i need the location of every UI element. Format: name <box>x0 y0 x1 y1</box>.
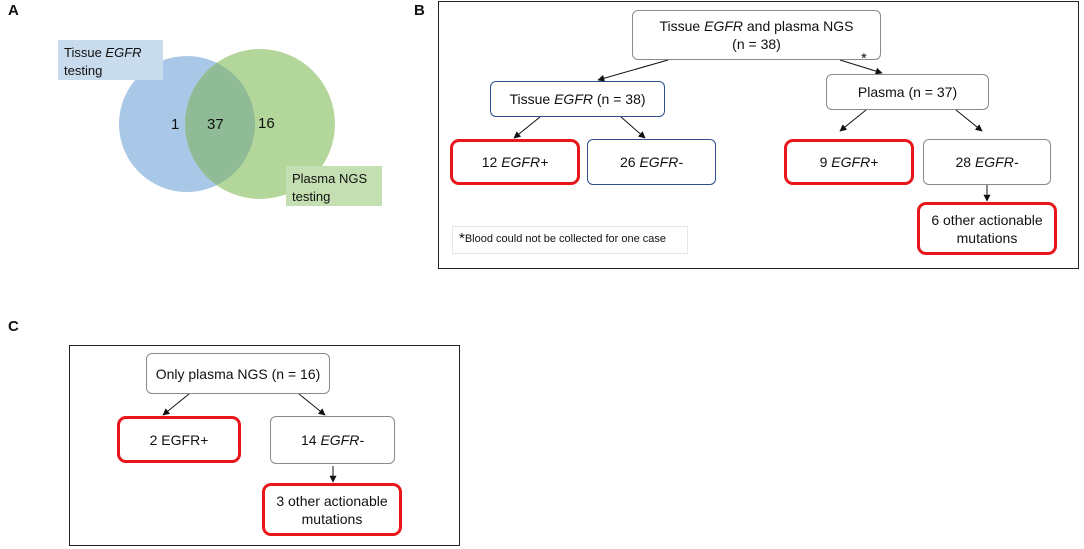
venn-tissue-only-count: 1 <box>171 116 180 133</box>
arrow-c-root-to-neg <box>298 393 326 416</box>
node-c-egfr-positive: 2 EGFR+ <box>117 416 241 463</box>
node-c-egfr-negative: 14 EGFR- <box>270 416 395 464</box>
node-plasma-egfr-positive: 9 EGFR+ <box>784 139 914 185</box>
arrow-tissue-to-neg <box>620 116 646 139</box>
arrow-c-root-to-pos <box>162 393 190 416</box>
arrow-plasma-to-neg <box>955 109 983 132</box>
panel-c-frame <box>69 345 460 546</box>
panel-label-b: B <box>414 2 425 19</box>
arrow-plasma-to-pos <box>839 109 867 132</box>
node-tissue-and-plasma: Tissue EGFR and plasma NGS(n = 38) <box>632 10 881 60</box>
arrow-root-to-plasma <box>839 59 883 75</box>
panel-b-frame <box>438 1 1079 269</box>
venn-overlap-count: 37 <box>207 116 224 133</box>
node-only-plasma-ngs: Only plasma NGS (n = 16) <box>146 353 330 394</box>
arrow-root-to-tissue <box>597 59 669 82</box>
node-plasma: Plasma (n = 37) <box>826 74 989 110</box>
node-tissue-egfr-positive: 12 EGFR+ <box>450 139 580 185</box>
node-plasma-egfr-negative: 28 EGFR- <box>923 139 1051 185</box>
venn-plasma-only-count: 16 <box>258 115 275 132</box>
panel-label-c: C <box>8 318 19 335</box>
footnote: *Blood could not be collected for one ca… <box>452 226 688 254</box>
exclusion-star: * <box>861 50 867 67</box>
node-tissue-egfr: Tissue EGFR (n = 38) <box>490 81 665 117</box>
venn-overlap-region <box>185 56 255 192</box>
arrow-tissue-to-pos <box>513 116 541 139</box>
panel-label-a: A <box>8 2 19 19</box>
node-tissue-egfr-negative: 26 EGFR- <box>587 139 716 185</box>
